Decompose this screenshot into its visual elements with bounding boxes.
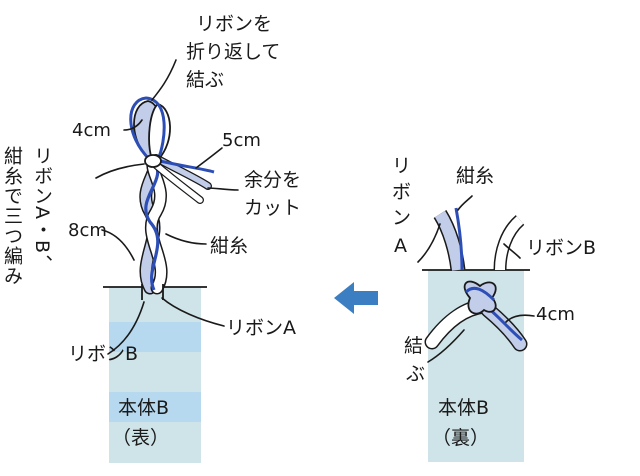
body-b-back-title: 本体B [438,397,489,419]
trim-note-line1: 余分を [244,169,301,191]
ribbon-tail-b [153,162,203,203]
navy-thread-loop [129,96,166,162]
right-navy-thread [454,207,464,271]
braid-note-column2: リボンA・B、 [31,146,53,274]
ribbon-a-label: リボンA [226,317,296,339]
right-ribbon-a [434,210,464,271]
right-ribbon-a-char1: リ [392,155,411,177]
body-b-back-side: （裏） [432,427,489,449]
right-ribbon-b-label: リボンB [526,237,596,259]
length-4cm-label: 4cm [72,120,111,141]
braid-note-column1: 紺糸で三つ編み [1,146,23,286]
fold-note-line1: リボンを [196,13,272,35]
right-ribbons-top [433,207,525,271]
knot [144,154,162,168]
left-labels: リボンを 折り返して 結ぶ 4cm 5cm 余分を カット 8cm 紺糸 紺糸で… [1,13,301,449]
body-b-front-side: （表） [112,427,169,449]
fold-note-line2: 折り返して [186,41,280,63]
right-knot [424,280,528,352]
length-8cm-label: 8cm [68,220,107,241]
navy-thread-label: 紺糸 [210,235,248,257]
tie-note-char1: 結 [404,335,423,357]
left-fabric-body [103,286,207,463]
right-leader-lines [417,195,535,363]
length-5cm-label: 5cm [222,130,261,151]
tie-note-char2: ぶ [406,363,425,385]
right-navy-thread-label: 紺糸 [456,165,494,187]
body-b-front-title: 本体B [118,397,169,419]
ribbon-b-label: リボンB [68,343,138,365]
left-fabric-stripe [109,392,201,422]
right-labels: リ ボ ン A 紺糸 リボンB 4cm 結 ぶ 本体B （裏） [392,155,596,449]
right-ribbon-b [495,216,524,271]
trim-note-line2: カット [244,197,301,219]
bow-loops [129,96,215,204]
ribbon-ends [141,284,164,300]
navy-thread-braid [144,158,160,291]
right-ribbon-a-char3: ン [392,207,411,229]
right-ribbon-a-char4: A [394,235,407,257]
ribbon-b-strand [146,155,167,293]
fold-note-line3: 結ぶ [186,69,224,91]
arrow-left-icon [334,282,378,314]
navy-thread-tail [155,158,215,174]
left-fabric-stripe [109,322,201,352]
left-fabric-rect [109,287,201,463]
left-leader-lines [95,59,239,355]
right-length-4cm-label: 4cm [536,304,575,325]
right-ribbon-a-char2: ボ [392,181,411,203]
right-navy-thread-knot [464,286,496,302]
braid [139,153,168,300]
